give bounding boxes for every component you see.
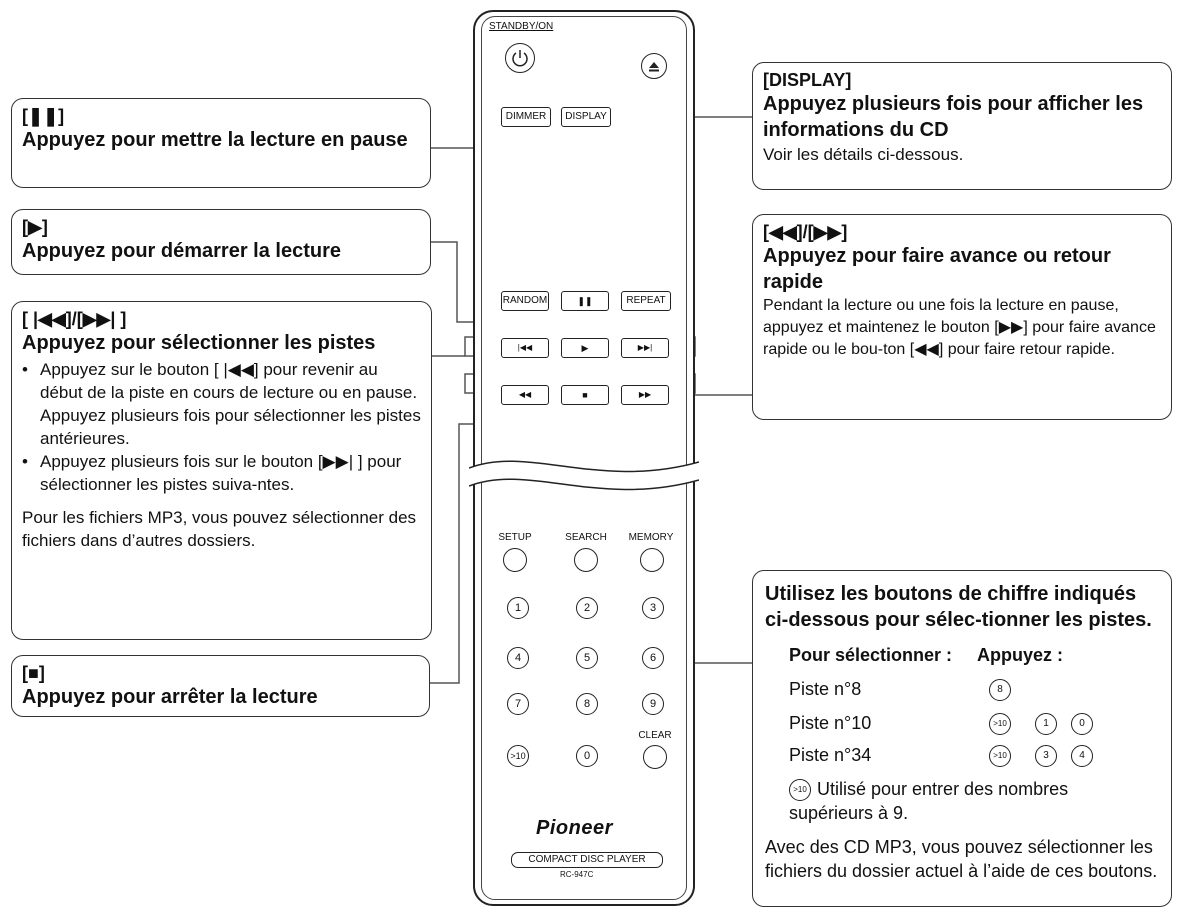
skip-callout: [ |◀◀]/[▶▶| ] Appuyez pour sélectionner … — [11, 301, 432, 640]
display-callout-title: Appuyez plusieurs fois pour afficher les… — [763, 93, 1144, 141]
skip-callout-note: Pour les fichiers MP3, vous pouvez sélec… — [22, 508, 417, 550]
display-callout-text: Voir les détails ci-dessous. — [763, 145, 964, 164]
next-button[interactable]: ▶▶| — [621, 338, 669, 358]
digits-col1-header: Pour sélectionner : — [789, 645, 953, 665]
digit-2-button[interactable]: 2 — [576, 597, 598, 619]
product-label: COMPACT DISC PLAYER — [511, 852, 663, 868]
setup-label: SETUP — [498, 532, 532, 543]
clear-label: CLEAR — [638, 730, 672, 741]
skip-bullet-1-text: Appuyez sur le bouton [ |◀◀] pour reveni… — [40, 360, 421, 448]
dimmer-button[interactable]: DIMMER — [501, 107, 551, 127]
clear-button[interactable] — [643, 745, 667, 769]
scan-callout-text: Pendant la lecture ou une fois la lectur… — [763, 297, 1156, 358]
pause-callout: [❚❚] Appuyez pour mettre la lecture en p… — [11, 98, 431, 188]
digits-callout-title: Utilisez les boutons de chiffre indiqués… — [765, 583, 1152, 631]
search-button[interactable] — [574, 548, 598, 572]
brand-logo: Pioneer — [536, 817, 613, 839]
digit-6-button[interactable]: 6 — [642, 647, 664, 669]
eject-button[interactable] — [641, 53, 667, 79]
eject-icon — [649, 62, 659, 72]
play-button[interactable]: ▶ — [561, 338, 609, 358]
setup-button[interactable] — [503, 548, 527, 572]
key-over10-icon: >10 — [989, 745, 1011, 767]
random-button[interactable]: RANDOM — [501, 291, 549, 311]
power-button[interactable] — [505, 43, 535, 73]
memory-label: MEMORY — [628, 532, 674, 543]
key-1-icon: 1 — [1035, 713, 1057, 735]
over10-explanation: Utilisé pour entrer des nombres supérieu… — [789, 779, 1069, 823]
stop-button[interactable]: ■ — [561, 385, 609, 405]
scan-callout-title: Appuyez pour faire avance ou retour rapi… — [763, 245, 1111, 293]
scan-callout-code: [◀◀]/[▶▶] — [763, 222, 848, 242]
stop-callout: [■] Appuyez pour arrêter la lecture — [11, 655, 430, 717]
key-over10-icon: >10 — [989, 713, 1011, 735]
pause-callout-title: Appuyez pour mettre la lecture en pause — [22, 129, 408, 151]
fast-forward-button[interactable]: ▶▶ — [621, 385, 669, 405]
play-callout-title: Appuyez pour démarrer la lecture — [22, 240, 341, 262]
digit-8-button[interactable]: 8 — [576, 693, 598, 715]
play-callout: [▶] Appuyez pour démarrer la lecture — [11, 209, 431, 275]
scan-callout: [◀◀]/[▶▶] Appuyez pour faire avance ou r… — [752, 214, 1172, 420]
key-0-icon: 0 — [1071, 713, 1093, 735]
skip-callout-title: Appuyez pour sélectionner les pistes — [22, 332, 376, 354]
pause-callout-code: [❚❚] — [22, 106, 65, 126]
digit-3-button[interactable]: 3 — [642, 597, 664, 619]
repeat-button[interactable]: REPEAT — [621, 291, 671, 311]
display-callout-code: [DISPLAY] — [763, 70, 852, 90]
digit-4-button[interactable]: 4 — [507, 647, 529, 669]
skip-callout-code: [ |◀◀]/[▶▶| ] — [22, 309, 127, 329]
key-8-icon: 8 — [989, 679, 1011, 701]
digits-mp3-text: Avec des CD MP3, vous pouvez sélectionne… — [765, 837, 1158, 881]
digits-row-label: Piste n°8 — [789, 679, 862, 699]
digit-5-button[interactable]: 5 — [576, 647, 598, 669]
skip-bullet-2: •Appuyez plusieurs fois sur le bouton [▶… — [22, 450, 421, 496]
key-3-icon: 3 — [1035, 745, 1057, 767]
remote-inner-bezel — [481, 16, 687, 900]
display-callout: [DISPLAY] Appuyez plusieurs fois pour af… — [752, 62, 1172, 190]
display-button[interactable]: DISPLAY — [561, 107, 611, 127]
digit-9-button[interactable]: 9 — [642, 693, 664, 715]
digit-0-button[interactable]: 0 — [576, 745, 598, 767]
digits-row-label: Piste n°10 — [789, 713, 872, 733]
stop-callout-code: [■] — [22, 663, 45, 683]
skip-bullet-1: •Appuyez sur le bouton [ |◀◀] pour reven… — [22, 360, 421, 448]
stop-callout-title: Appuyez pour arrêter la lecture — [22, 686, 318, 708]
digit-over10-button[interactable]: >10 — [507, 745, 529, 767]
key-4-icon: 4 — [1071, 745, 1093, 767]
digit-7-button[interactable]: 7 — [507, 693, 529, 715]
rewind-button[interactable]: ◀◀ — [501, 385, 549, 405]
remote-break — [469, 460, 699, 491]
key-over10-icon: >10 — [789, 779, 811, 801]
digits-row-label: Piste n°34 — [789, 745, 872, 765]
memory-button[interactable] — [640, 548, 664, 572]
prev-button[interactable]: |◀◀ — [501, 338, 549, 358]
search-label: SEARCH — [565, 532, 607, 543]
model-label: RC-947C — [560, 870, 594, 879]
skip-bullet-2-text: Appuyez plusieurs fois sur le bouton [▶▶… — [40, 452, 402, 494]
standby-label: STANDBY/ON — [489, 21, 554, 32]
digit-1-button[interactable]: 1 — [507, 597, 529, 619]
digits-callout: Utilisez les boutons de chiffre indiqués… — [752, 570, 1172, 907]
play-callout-code: [▶] — [22, 217, 48, 237]
digits-col2-header: Appuyez : — [977, 645, 1064, 665]
pause-button[interactable]: ❚❚ — [561, 291, 609, 311]
power-icon — [512, 50, 528, 67]
